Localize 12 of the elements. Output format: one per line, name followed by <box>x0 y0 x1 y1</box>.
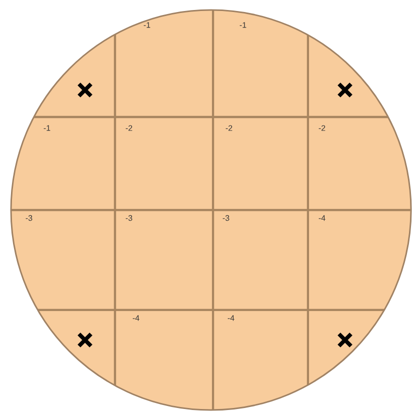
cell-number: -4 <box>132 315 140 321</box>
cell-number: -3 <box>222 215 230 221</box>
cell-number: -1 <box>144 22 150 28</box>
cell-number: -4 <box>228 315 234 321</box>
cell-number: -3 <box>126 215 132 221</box>
cell-number: -4 <box>318 215 326 221</box>
cell-number: -3 <box>26 215 32 221</box>
cell-number: -1 <box>44 125 50 131</box>
cell-number: -2 <box>226 125 232 131</box>
cell-number: -2 <box>318 125 326 131</box>
cell-number: -2 <box>126 125 132 131</box>
cell-number: -1 <box>240 22 246 28</box>
